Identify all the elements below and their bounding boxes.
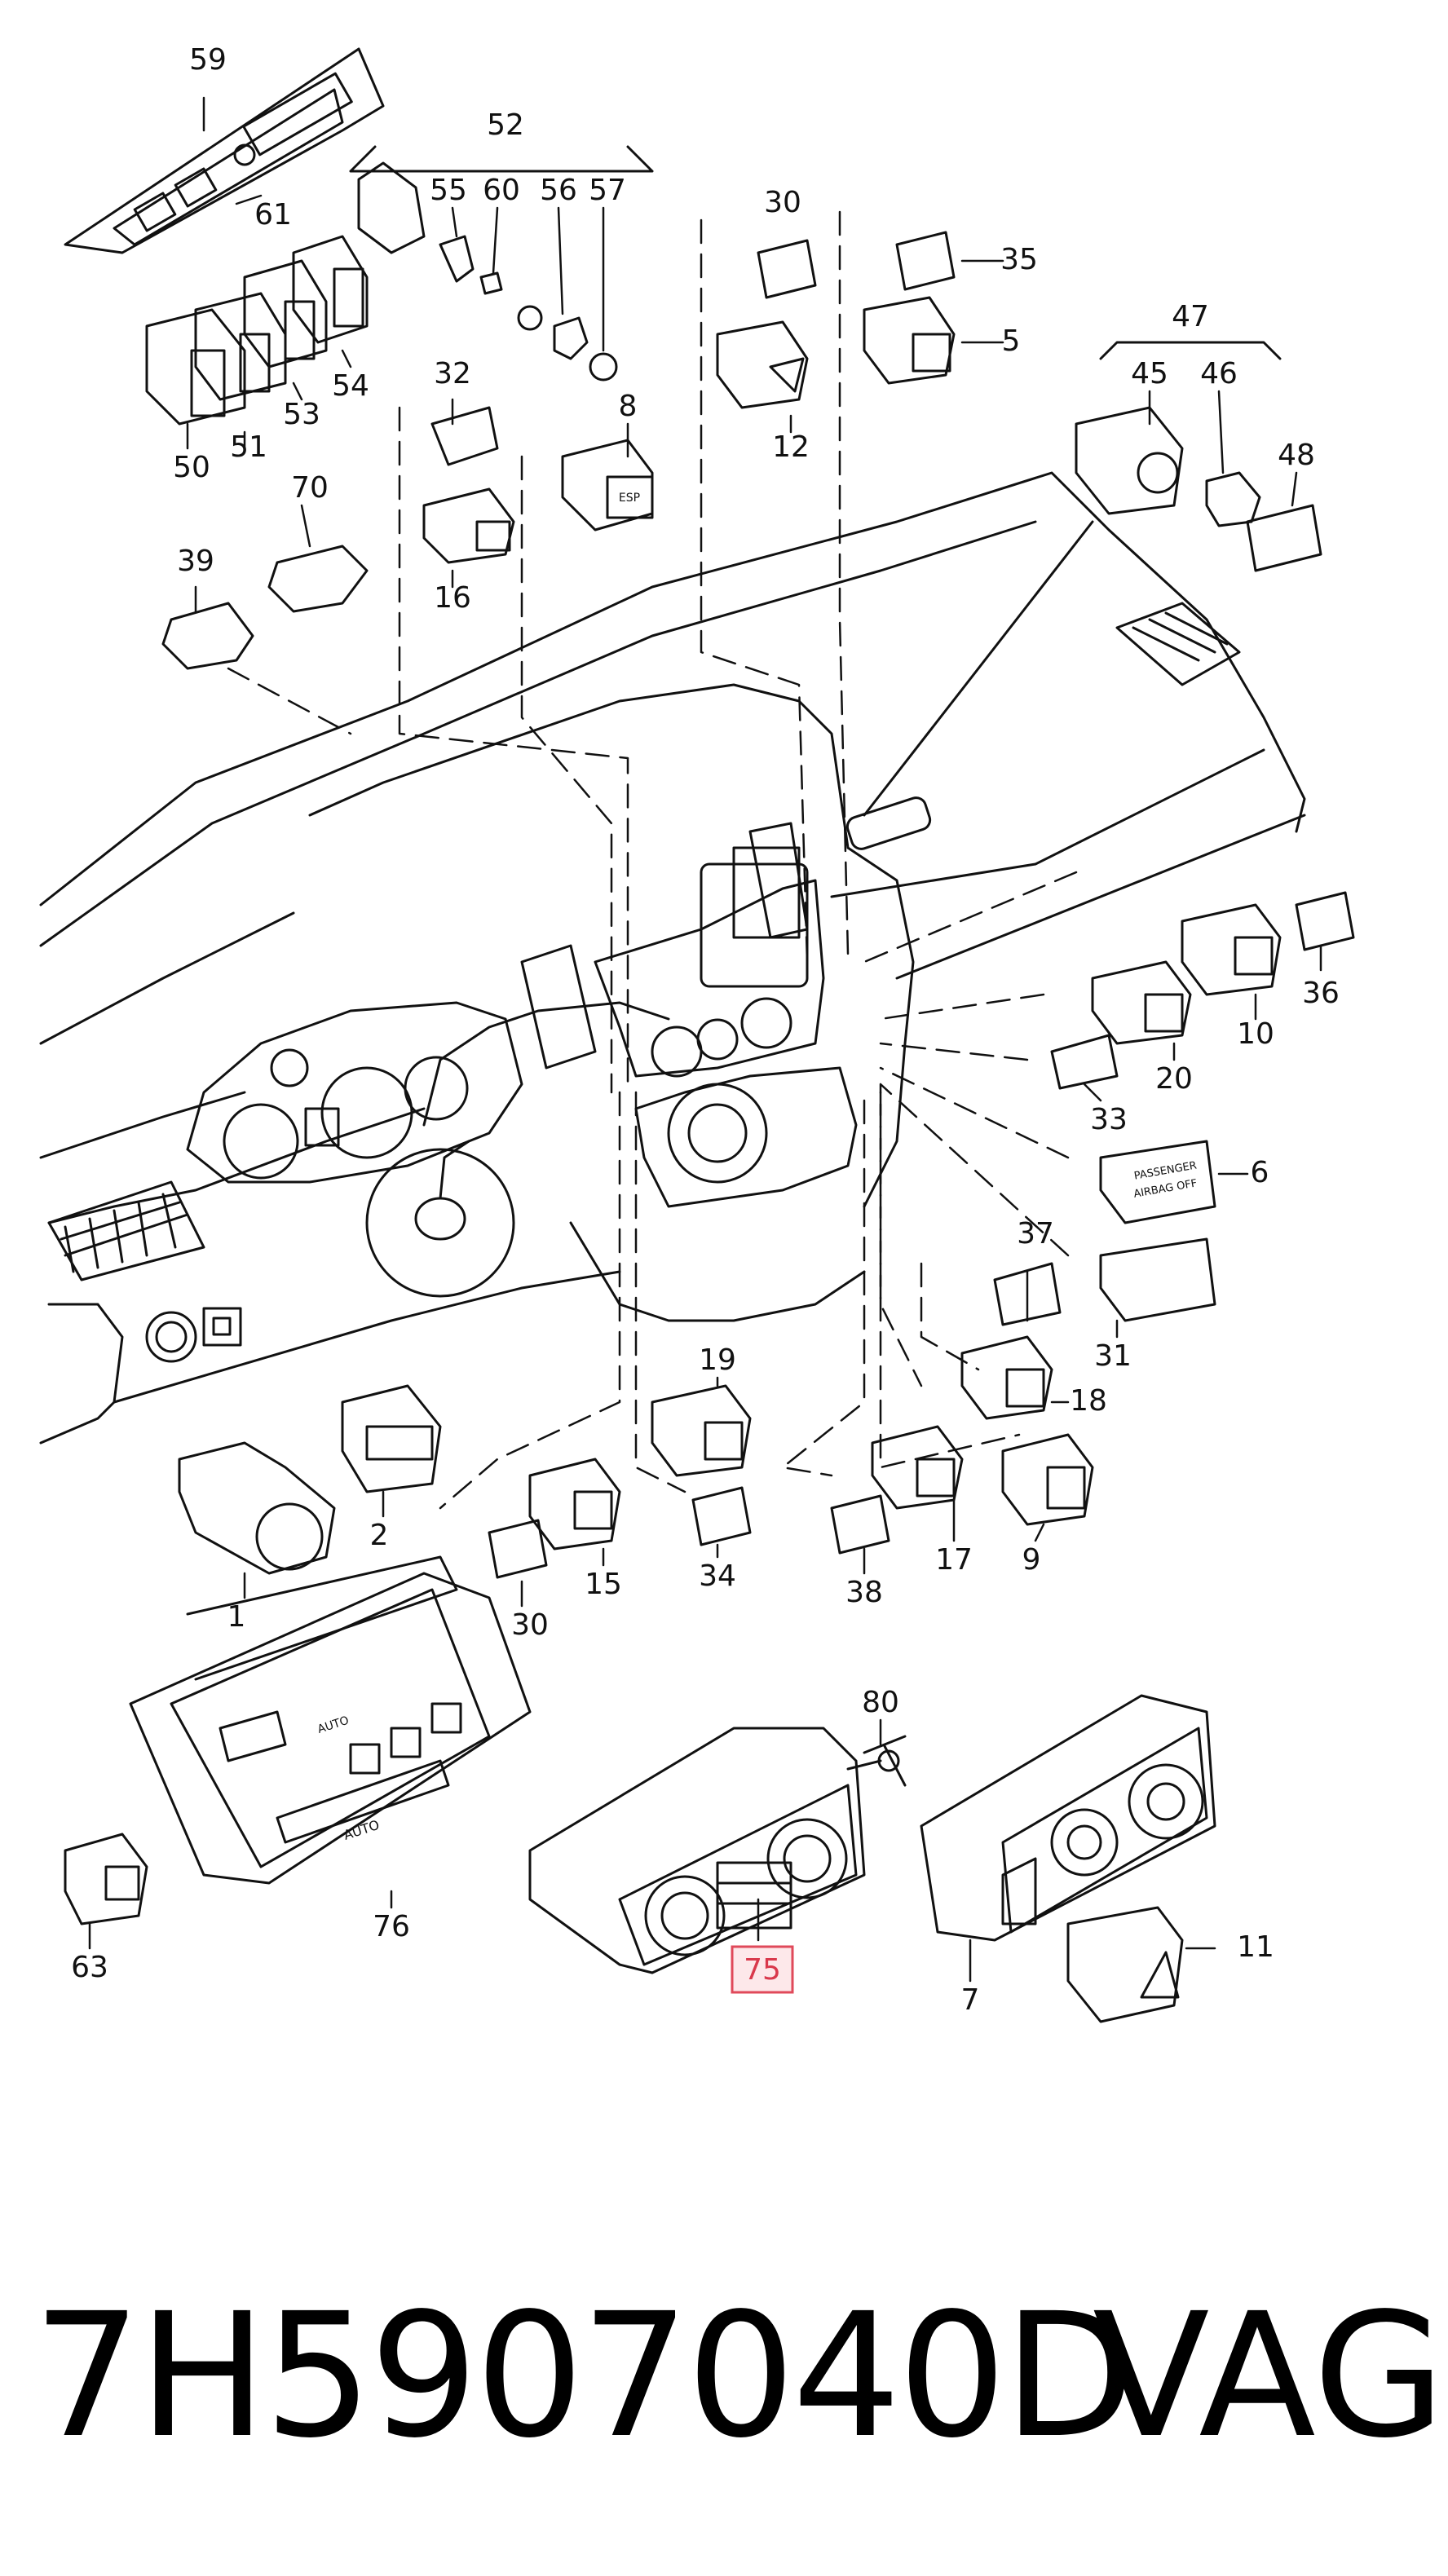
callout-38: 38: [845, 1576, 883, 1609]
callout-7: 7: [961, 1983, 980, 2017]
part-8-esp-switch: [561, 439, 654, 532]
callout-30-bottom: 30: [511, 1608, 549, 1642]
brand-name: VAG: [1093, 2276, 1446, 2476]
callout-37: 37: [1017, 1217, 1054, 1251]
guide-lines: [227, 210, 1078, 1510]
part-63-switch: [64, 1833, 148, 1925]
callout-48: 48: [1278, 439, 1315, 472]
middle-switch-stack: [178, 1384, 752, 1579]
parts-50-54-switch-row: [145, 235, 369, 426]
callout-51: 51: [230, 430, 267, 464]
callout-10: 10: [1237, 1017, 1274, 1051]
part-47-group: [863, 341, 1322, 817]
callout-46: 46: [1200, 357, 1238, 390]
callout-1: 1: [227, 1600, 246, 1634]
parts-39-70-covers: [161, 545, 369, 670]
part-52-group: [349, 145, 654, 382]
parts-12-30-35-5: [716, 231, 956, 409]
callout-57: 57: [589, 174, 626, 207]
part-11-hazard-switch: [1066, 1906, 1184, 2023]
part-80-screw: [863, 1735, 907, 1787]
leader-lines: [88, 96, 1322, 1983]
callout-31: 31: [1094, 1339, 1132, 1373]
callout-76: 76: [373, 1910, 410, 1943]
callout-9: 9: [1022, 1543, 1041, 1577]
callout-39: 39: [177, 545, 214, 578]
esp-label: ESP: [619, 492, 640, 505]
callout-75: 75: [744, 1953, 781, 1987]
callout-20: 20: [1155, 1062, 1193, 1096]
callout-47: 47: [1172, 300, 1209, 333]
callout-15: 15: [585, 1568, 622, 1601]
callout-33: 33: [1090, 1103, 1128, 1136]
part-inscriptions: ESP AUTO AUTO PASSENGER AIRBAG OFF: [316, 492, 1199, 1843]
callout-54: 54: [332, 369, 369, 403]
callout-53: 53: [283, 398, 320, 431]
callout-6: 6: [1251, 1156, 1269, 1189]
callout-34: 34: [699, 1559, 736, 1593]
callout-35: 35: [1000, 243, 1038, 276]
callout-59: 59: [189, 43, 227, 77]
callout-18: 18: [1070, 1384, 1107, 1418]
callout-17: 17: [935, 1543, 973, 1577]
callout-70: 70: [291, 471, 329, 505]
callout-61: 61: [254, 198, 292, 232]
callout-55: 55: [430, 174, 467, 207]
callout-32: 32: [434, 357, 471, 390]
part-76-climate-panel: [129, 1555, 532, 1885]
callout-60: 60: [483, 174, 520, 207]
parts-32-16: [422, 406, 515, 564]
callout-50: 50: [173, 451, 210, 484]
part-number: 7H5907040D: [33, 2276, 1135, 2476]
callout-5: 5: [1002, 324, 1021, 358]
auto-label-small: AUTO: [316, 1714, 351, 1736]
callout-16: 16: [434, 581, 471, 615]
callout-30-top: 30: [764, 186, 801, 219]
part-59-switch-panel: [64, 47, 385, 254]
callout-36: 36: [1302, 977, 1340, 1010]
callout-52: 52: [487, 108, 524, 142]
callout-8: 8: [619, 390, 638, 423]
callout-11: 11: [1237, 1930, 1274, 1964]
callout-63: 63: [71, 1951, 108, 1984]
highlight-box-75: [731, 1945, 794, 1994]
part-7-light-switch: [920, 1694, 1216, 1942]
callout-56: 56: [540, 174, 577, 207]
callout-2: 2: [370, 1519, 389, 1552]
callout-45: 45: [1131, 357, 1168, 390]
callout-12: 12: [772, 430, 810, 464]
part-75-climate-control: [528, 1727, 882, 1974]
dashboard-outline: [39, 471, 1306, 1445]
callout-labels: 59 52 55 60 56 57 61 30 35 5 47 45 46 48…: [71, 43, 1340, 2017]
callout-19: 19: [699, 1343, 736, 1377]
callout-80: 80: [862, 1686, 899, 1719]
